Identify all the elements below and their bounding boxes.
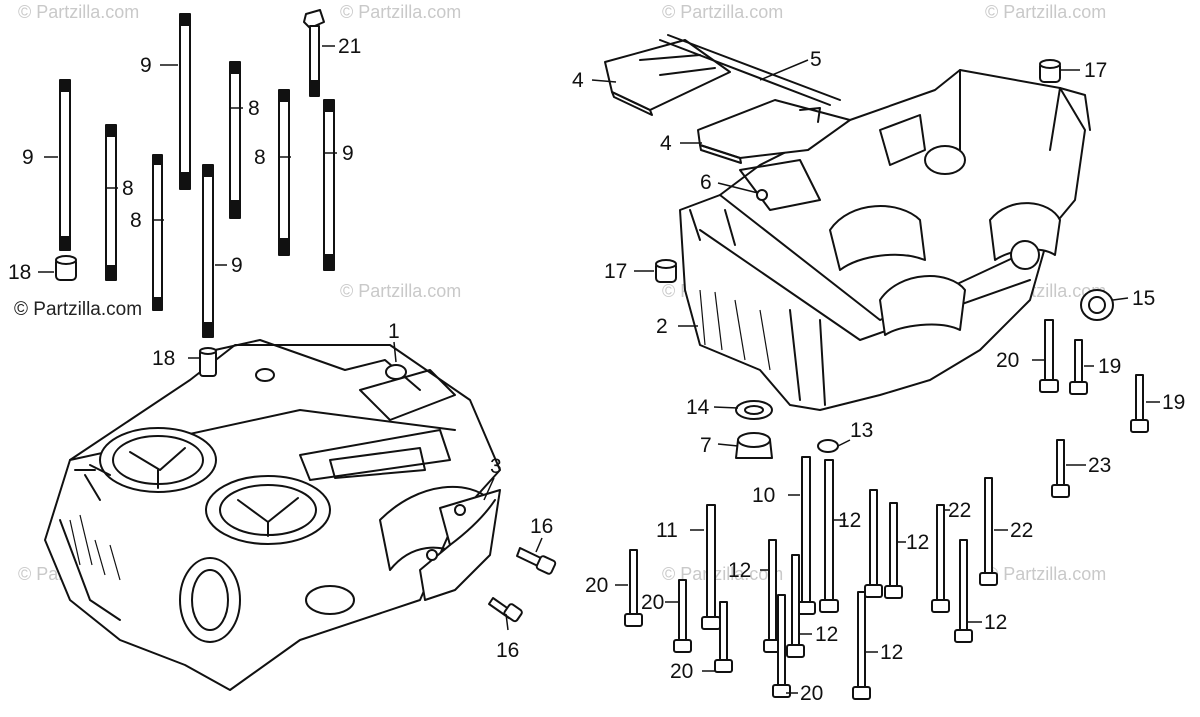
callout-20: 20 [996,349,1019,372]
callout-20: 20 [670,660,693,683]
bolt-icon [979,477,998,586]
callout-12: 12 [815,623,838,646]
callout-22: 22 [1010,519,1033,542]
callout-12: 12 [838,509,861,532]
callout-9: 9 [342,142,354,165]
watermark: © Partzilla.com [662,2,783,22]
callout-12: 12 [906,531,929,554]
bolt-icon [624,549,643,627]
callout-4: 4 [572,69,584,92]
watermark: © Partzilla.com [662,564,783,584]
stud-icon [323,99,335,271]
stud-icon [59,79,71,251]
stud-icon [179,13,191,190]
callout-20: 20 [641,591,664,614]
plug-6-icon [756,189,768,201]
callout-11: 11 [656,519,678,542]
watermark: © Partzilla.com [985,2,1106,22]
callout-8: 8 [122,177,134,200]
stud-icon [202,164,214,338]
callout-8: 8 [130,209,142,232]
plug-7-icon [735,432,773,459]
bolt-16-icon [488,547,557,623]
callout-14: 14 [686,396,710,419]
watermark: © Partzilla.com [340,281,461,301]
callout-9: 9 [231,254,243,277]
callout-8: 8 [248,97,260,120]
callout-13: 13 [850,419,873,442]
watermark-dark: © Partzilla.com [14,299,142,320]
watermark: © Partzilla.com [340,2,461,22]
bolt-icon [701,504,721,630]
bearing-cap-3-icon [419,489,501,601]
bolt-icon [673,579,692,653]
callout-1: 1 [388,320,400,343]
callout-18: 18 [8,261,31,284]
bolt-icon [1069,339,1088,395]
callout-12: 12 [880,641,903,664]
stud-icon [152,154,163,311]
callout-19: 19 [1098,355,1121,378]
stud-icon [105,124,117,281]
callout-7: 7 [700,434,712,457]
lower-crankcase-icon [679,69,1091,411]
watermark: © Partzilla.com [18,2,139,22]
callout-17: 17 [1084,59,1107,82]
callout-4: 4 [660,132,672,155]
baffle-plate-4b-icon [697,99,851,164]
stud-icon [229,61,241,219]
callout-2: 2 [656,315,668,338]
oil-separator-5-icon [659,34,841,123]
callout-16: 16 [530,515,553,538]
dowel-18-icon [55,255,77,281]
oil-seal-15-icon [1080,289,1114,321]
bolt-field-right [624,319,1149,700]
callout-12: 12 [728,559,751,582]
callout-18: 18 [152,347,175,370]
callout-labels: 9 9 8 8 8 8 9 9 21 18 18 1 3 16 16 4 4 5… [8,35,1185,705]
callout-6: 6 [700,171,712,194]
callout-9: 9 [140,54,152,77]
callout-21: 21 [338,35,361,58]
callout-22: 22 [948,499,971,522]
bolt-21-icon [303,9,325,97]
bolt-icon [852,591,871,700]
bolt-icon [931,504,950,613]
bolt-icon [1130,374,1149,433]
stud-group-left [55,9,335,338]
callout-9: 9 [22,146,34,169]
callout-20: 20 [585,574,608,597]
washer-13-icon [817,439,839,453]
bolt-icon [954,539,973,643]
callout-8: 8 [254,146,266,169]
callout-19: 19 [1162,391,1185,414]
bolt-icon [772,594,791,698]
bolt-icon [819,459,839,613]
dowel-17b-icon [655,259,677,283]
stud-icon [278,89,290,256]
washer-14-icon [735,400,773,420]
callout-10: 10 [752,484,775,507]
callout-23: 23 [1088,454,1111,477]
bolt-icon [714,601,733,673]
callout-3: 3 [490,455,502,478]
bolt-icon [1051,439,1070,498]
watermark: © Partzilla.com [985,564,1106,584]
bolt-icon [884,502,903,599]
bolt-icon [786,554,805,658]
callout-17: 17 [604,260,627,283]
dowel-17-icon [1039,59,1061,83]
callout-12: 12 [984,611,1007,634]
upper-crankcase-icon [44,339,501,691]
callout-5: 5 [810,48,822,71]
callout-16: 16 [496,639,519,662]
bolt-icon [864,489,883,598]
callout-15: 15 [1132,287,1155,310]
leader-lines [38,45,1160,694]
callout-20: 20 [800,682,823,705]
bolt-icon [1039,319,1059,393]
